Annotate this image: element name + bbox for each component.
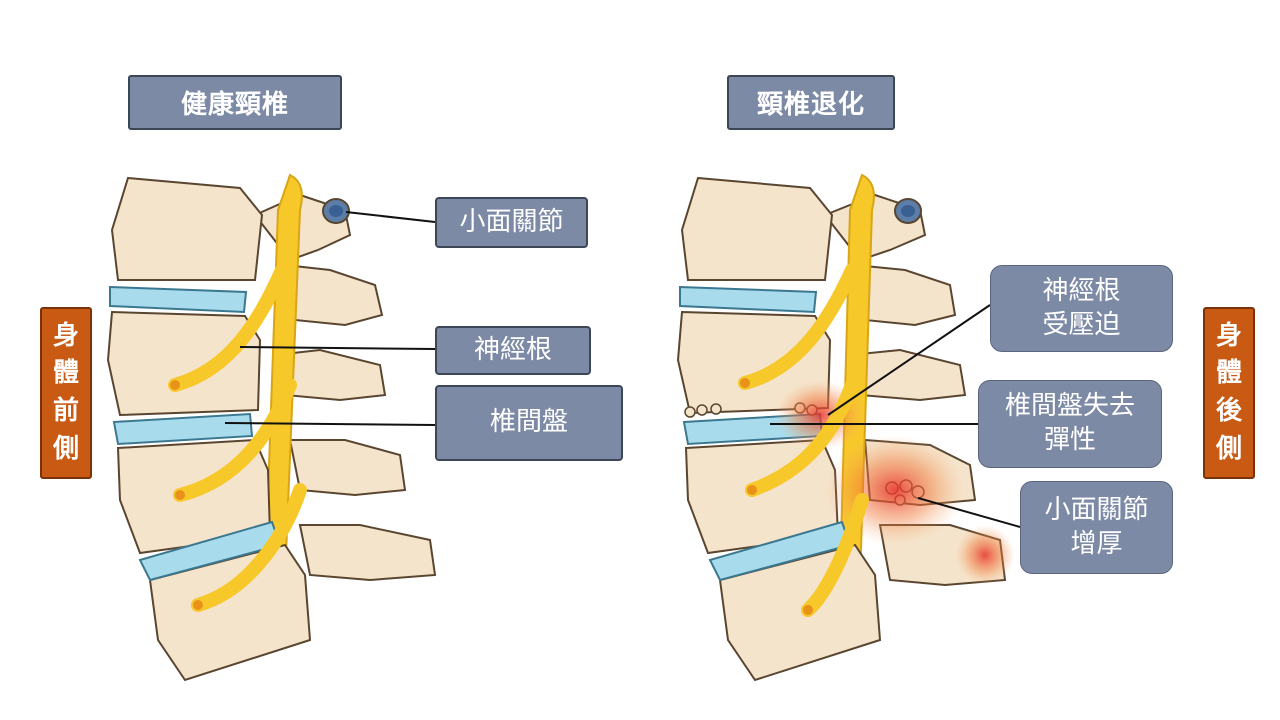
healthy-spine-title-text: 健康頸椎	[180, 90, 289, 120]
facet-joint-icon	[253, 193, 437, 582]
degenerated-leader-lines	[770, 304, 1021, 528]
front-side-char-4: 側	[52, 433, 79, 464]
degenerated-spine-title-text: 頸椎退化	[756, 90, 865, 120]
back-side-label: 身 體 後 側	[1203, 307, 1255, 479]
disc-label: 椎間盤	[435, 385, 623, 461]
facet-thickening-label-text: 小面關節 增厚	[1044, 494, 1149, 559]
nerve-compressed-label-text: 神經根 受壓迫	[1042, 275, 1121, 340]
intervertebral-disc-icon	[109, 285, 282, 582]
facet-joint-label-text: 小面關節	[459, 206, 564, 237]
back-side-char-4: 側	[1215, 433, 1242, 464]
nerve-root-label: 神經根	[435, 326, 591, 375]
back-side-char-3: 後	[1215, 396, 1242, 426]
healthy-spine-title: 健康頸椎	[128, 75, 342, 130]
back-side-char-1: 身	[1215, 320, 1242, 351]
degenerated-spine-title: 頸椎退化	[727, 75, 895, 130]
front-side-char-3: 前	[52, 396, 79, 426]
nerve-compressed-label: 神經根 受壓迫	[990, 265, 1173, 352]
disc-elasticity-label: 椎間盤失去 彈性	[978, 380, 1162, 468]
front-side-label: 身 體 前 側	[40, 307, 92, 479]
front-side-char-1: 身	[52, 320, 79, 351]
front-side-char-2: 體	[52, 358, 79, 389]
degenerated-spine-illustration	[676, 173, 1015, 682]
process-inflammation-icon	[955, 525, 1015, 585]
healthy-spine-illustration	[106, 173, 437, 682]
facet-joint-label: 小面關節	[435, 197, 588, 248]
facet-thickening-label: 小面關節 增厚	[1020, 481, 1173, 574]
nerve-root-label-text: 神經根	[473, 334, 552, 365]
nerve-root-icon	[168, 263, 307, 612]
degenerated-nerve-root-icon	[738, 263, 869, 617]
back-side-char-2: 體	[1215, 358, 1242, 389]
healthy-leader-lines	[224, 211, 436, 426]
disc-label-text: 椎間盤	[489, 407, 568, 438]
disc-elasticity-label-text: 椎間盤失去 彈性	[1004, 391, 1135, 455]
